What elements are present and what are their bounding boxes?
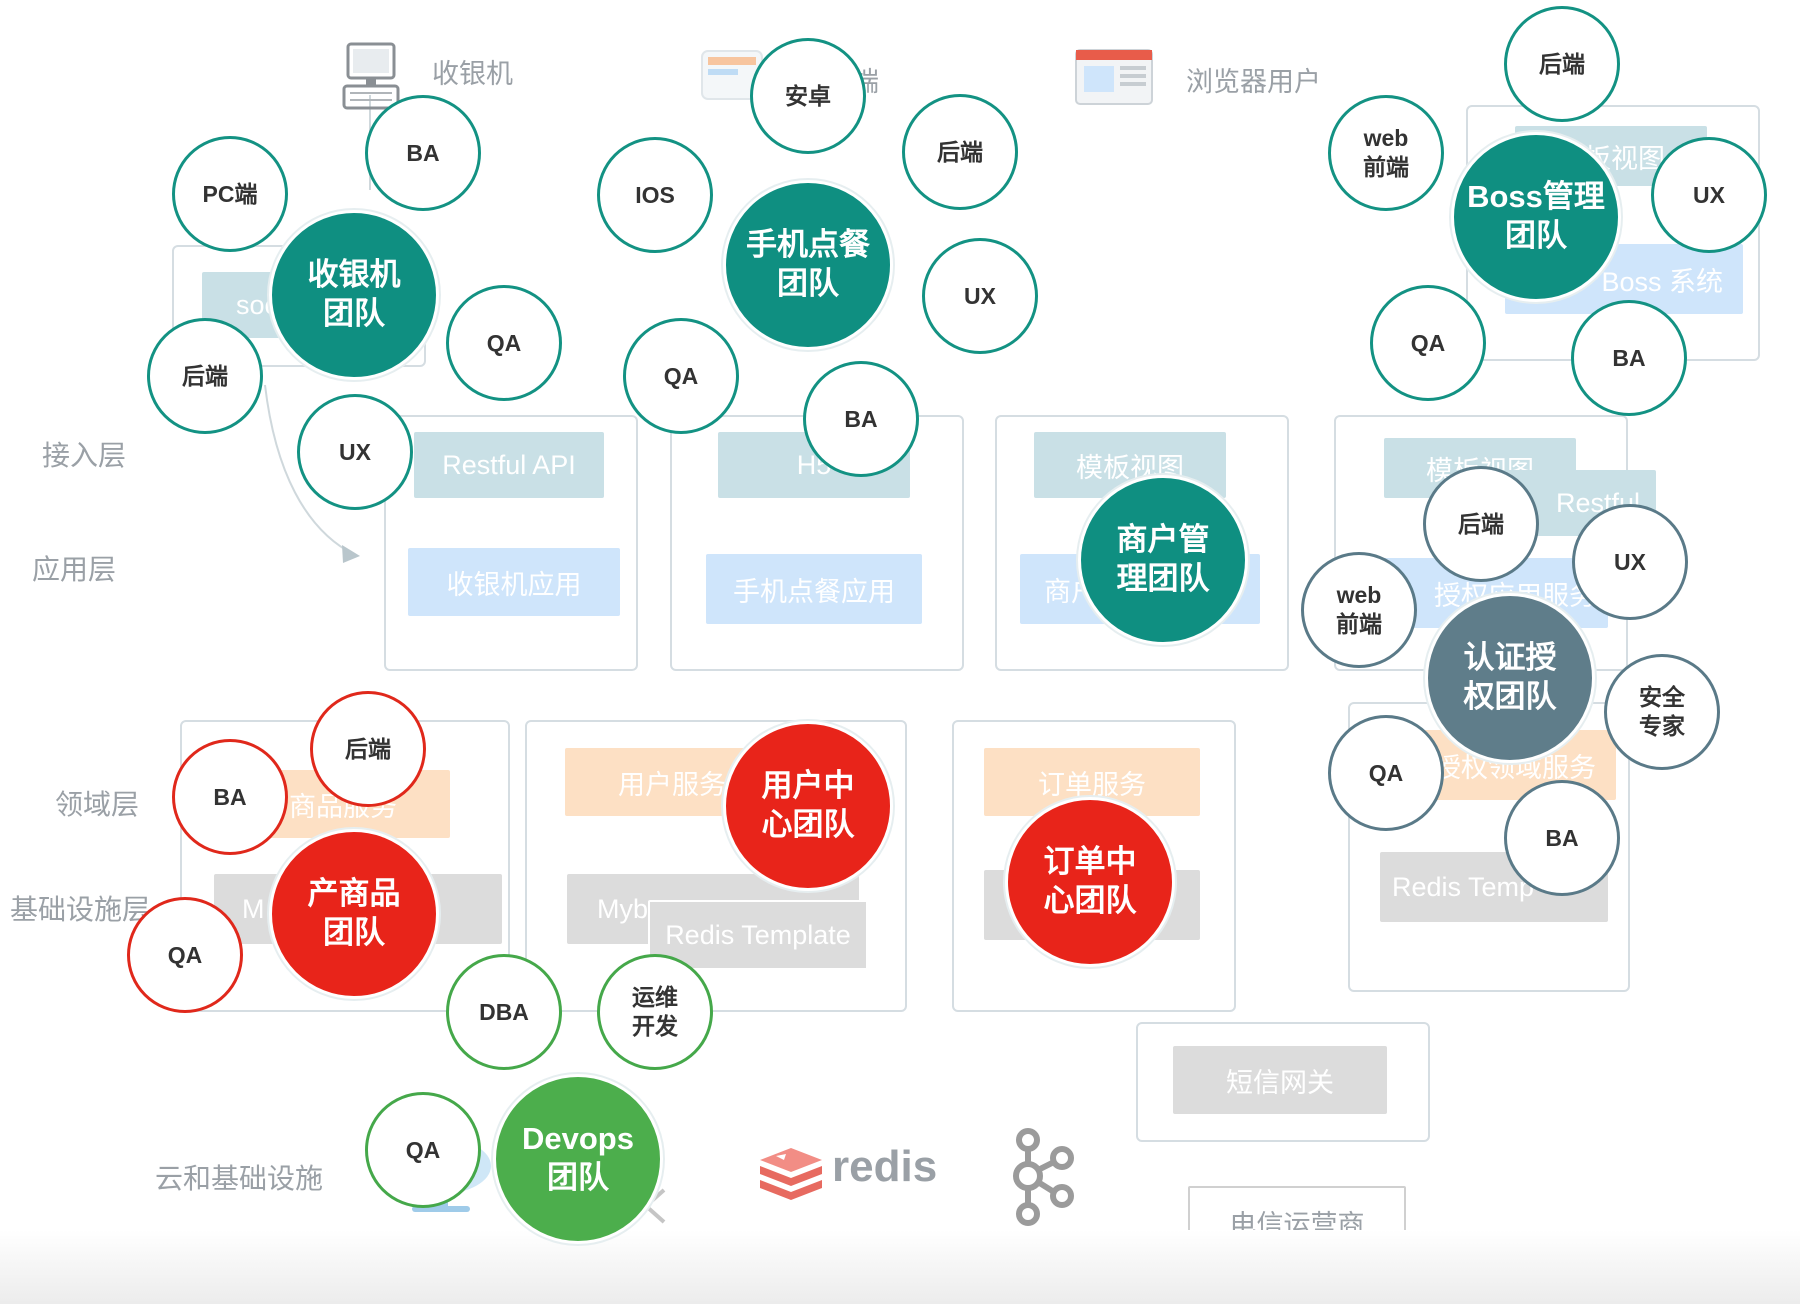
cash-register-icon — [342, 42, 400, 110]
role-circle-auth-ba: BA — [1504, 780, 1620, 896]
role-circle-boss-qa: QA — [1370, 285, 1486, 401]
team-circle-devops: Devops 团队 — [493, 1074, 663, 1244]
client-label-cashier: 收银机 — [432, 59, 513, 89]
role-circle-mobile-后端: 后端 — [902, 94, 1018, 210]
team-circle-merchant: 商户管 理团队 — [1078, 475, 1248, 645]
layer-label-access: 接入层 — [42, 440, 127, 471]
role-circle-devops-运维开发: 运维 开发 — [597, 954, 713, 1070]
kafka-logo-icon — [1013, 1128, 1074, 1226]
bottom-fade — [0, 1230, 1800, 1304]
role-circle-devops-dba: DBA — [446, 954, 562, 1070]
team-circle-order: 订单中 心团队 — [1005, 797, 1175, 967]
box-redis-template-user: Redis Template — [648, 900, 868, 970]
role-circle-auth-web前端: web 前端 — [1301, 552, 1417, 668]
role-circle-product-后端: 后端 — [310, 691, 426, 807]
role-circle-cashier-qa: QA — [446, 285, 562, 401]
role-circle-mobile-安卓: 安卓 — [750, 38, 866, 154]
team-circle-cashier: 收银机 团队 — [269, 210, 439, 380]
layer-label-domain: 领域层 — [55, 789, 140, 820]
role-circle-boss-ux: UX — [1651, 137, 1767, 253]
role-circle-mobile-ba: BA — [803, 361, 919, 477]
browser-window-icon — [1075, 49, 1153, 105]
team-circle-product: 产商品 团队 — [269, 829, 439, 999]
team-circle-user: 用户中 心团队 — [723, 721, 893, 891]
role-circle-mobile-qa: QA — [623, 318, 739, 434]
role-circle-product-ba: BA — [172, 739, 288, 855]
role-circle-auth-后端: 后端 — [1423, 466, 1539, 582]
role-circle-devops-qa: QA — [365, 1092, 481, 1208]
box-cashier-app: 收银机应用 — [408, 548, 620, 616]
role-circle-product-qa: QA — [127, 897, 243, 1013]
team-circle-auth: 认证授 权团队 — [1425, 593, 1595, 763]
layer-label-application: 应用层 — [32, 554, 117, 585]
client-label-browser: 浏览器用户 — [1186, 67, 1321, 97]
team-circle-boss: Boss管理 团队 — [1451, 132, 1621, 302]
role-circle-auth-安全专家: 安全 专家 — [1604, 654, 1720, 770]
role-circle-boss-ba: BA — [1571, 300, 1687, 416]
role-circle-mobile-ios: IOS — [597, 137, 713, 253]
redis-logo-icon — [760, 1148, 822, 1200]
box-mobile-app: 手机点餐应用 — [706, 554, 922, 624]
box-sms-gateway: 短信网关 — [1173, 1046, 1387, 1114]
role-circle-cashier-ba: BA — [365, 95, 481, 211]
role-circle-auth-ux: UX — [1572, 504, 1688, 620]
layer-label-cloud: 云和基础设施 — [155, 1163, 324, 1194]
role-circle-auth-qa: QA — [1328, 715, 1444, 831]
role-circle-boss-后端: 后端 — [1504, 6, 1620, 122]
team-circle-mobile: 手机点餐 团队 — [723, 180, 893, 350]
role-circle-mobile-ux: UX — [922, 238, 1038, 354]
role-circle-cashier-后端: 后端 — [147, 318, 263, 434]
role-circle-cashier-pc端: PC端 — [172, 136, 288, 252]
role-circle-cashier-ux: UX — [297, 394, 413, 510]
role-circle-boss-web前端: web 前端 — [1328, 95, 1444, 211]
redis-logo-text: redis — [832, 1142, 938, 1191]
box-restful-api: Restful API — [414, 432, 604, 498]
box-template-view-merchant: 模板视图 — [1034, 432, 1226, 498]
layer-label-infrastructure: 基础设施层 — [10, 894, 151, 925]
